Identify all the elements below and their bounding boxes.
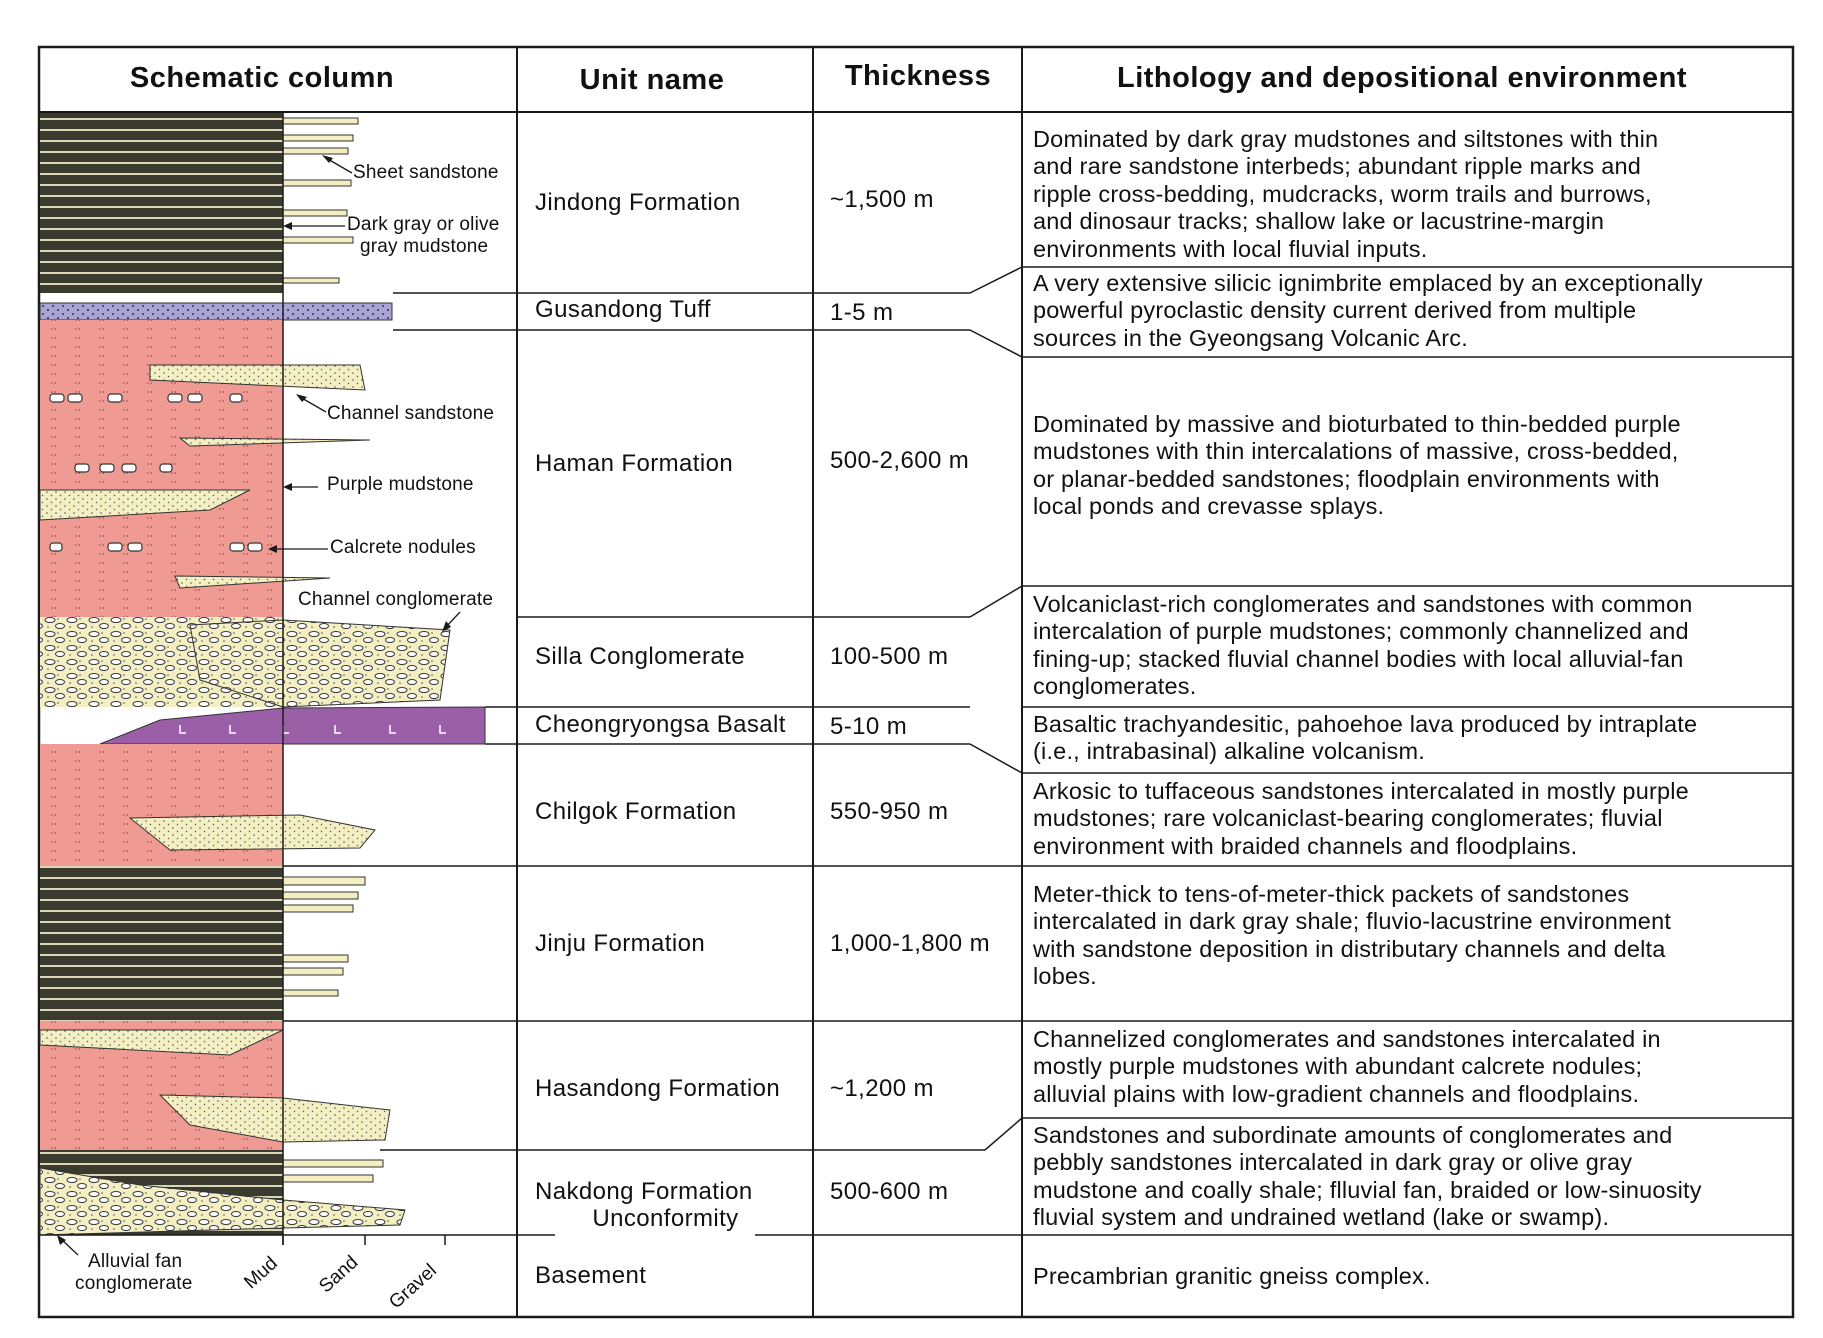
description-row-lines bbox=[1022, 266, 1793, 1236]
description-haman: Dominated by massive and bioturbated to … bbox=[1033, 411, 1681, 520]
label-calcrete-nodules: Calcrete nodules bbox=[330, 537, 476, 558]
thickness-cheongryongsa: 5-10 m bbox=[830, 713, 908, 740]
unit-nakdong: Nakdong Formation bbox=[535, 1178, 753, 1205]
unit-gusandong: Gusandong Tuff bbox=[535, 296, 711, 323]
header-thickness: Thickness bbox=[844, 60, 992, 92]
unit-jindong: Jindong Formation bbox=[535, 189, 741, 216]
description-cheongryongsa: Basaltic trachyandesitic, pahoehoe lava … bbox=[1033, 711, 1698, 765]
table-frame bbox=[37, 45, 1795, 1319]
label-purple-mudstone: Purple mudstone bbox=[327, 474, 474, 495]
calcrete-nodules bbox=[49, 393, 263, 552]
label-sheet-sandstone: Sheet sandstone bbox=[353, 162, 499, 183]
arrow-heads bbox=[57, 155, 451, 1245]
thickness-hasandong: ~1,200 m bbox=[830, 1075, 934, 1102]
label-mudstone-line1: Dark gray or olive bbox=[347, 214, 500, 235]
description-hasandong: Channelized conglomerates and sandstones… bbox=[1033, 1026, 1661, 1107]
unit-silla: Silla Conglomerate bbox=[535, 643, 745, 670]
thickness-silla: 100-500 m bbox=[830, 643, 949, 670]
label-mudstone-line2: gray mudstone bbox=[360, 236, 489, 257]
thickness-jindong: ~1,500 m bbox=[830, 186, 934, 213]
header-unit-name: Unit name bbox=[579, 64, 725, 96]
unit-hasandong: Hasandong Formation bbox=[535, 1075, 781, 1102]
thickness-chilgok: 550-950 m bbox=[830, 798, 949, 825]
description-chilgok: Arkosic to tuffaceous sandstones interca… bbox=[1033, 778, 1689, 859]
header-lithology: Lithology and depositional environment bbox=[1116, 62, 1688, 94]
description-basement: Precambrian granitic gneiss complex. bbox=[1033, 1263, 1431, 1289]
description-jinju: Meter-thick to tens-of-meter-thick packe… bbox=[1033, 881, 1672, 990]
unit-cheongryongsa: Cheongryongsa Basalt bbox=[535, 711, 786, 738]
description-jindong: Dominated by dark gray mudstones and sil… bbox=[1033, 126, 1659, 262]
description-nakdong: Sandstones and subordinate amounts of co… bbox=[1033, 1122, 1702, 1231]
unit-row-lines bbox=[283, 266, 1023, 1236]
description-silla: Volcaniclast-rich conglomerates and sand… bbox=[1033, 591, 1693, 700]
thickness-nakdong: 500-600 m bbox=[830, 1178, 949, 1205]
label-channel-sandstone: Channel sandstone bbox=[327, 403, 495, 424]
schematic-column bbox=[39, 113, 486, 1245]
thickness-jinju: 1,000-1,800 m bbox=[830, 930, 990, 957]
thickness-haman: 500-2,600 m bbox=[830, 447, 970, 474]
header-schematic-column: Schematic column bbox=[129, 62, 395, 94]
label-channel-conglomerate: Channel conglomerate bbox=[298, 589, 494, 610]
unit-chilgok: Chilgok Formation bbox=[535, 798, 737, 825]
unit-haman: Haman Formation bbox=[535, 450, 734, 477]
unit-jinju: Jinju Formation bbox=[535, 930, 706, 957]
unit-basement: Basement bbox=[535, 1262, 647, 1289]
label-alluvial-fan-line1: Alluvial fan bbox=[88, 1251, 183, 1272]
thickness-gusandong: 1-5 m bbox=[830, 299, 894, 326]
unconformity-label: Unconformity bbox=[562, 1205, 769, 1233]
label-alluvial-fan-line2: conglomerate bbox=[75, 1273, 193, 1294]
description-gusandong: A very extensive silicic ignimbrite empl… bbox=[1033, 270, 1703, 351]
